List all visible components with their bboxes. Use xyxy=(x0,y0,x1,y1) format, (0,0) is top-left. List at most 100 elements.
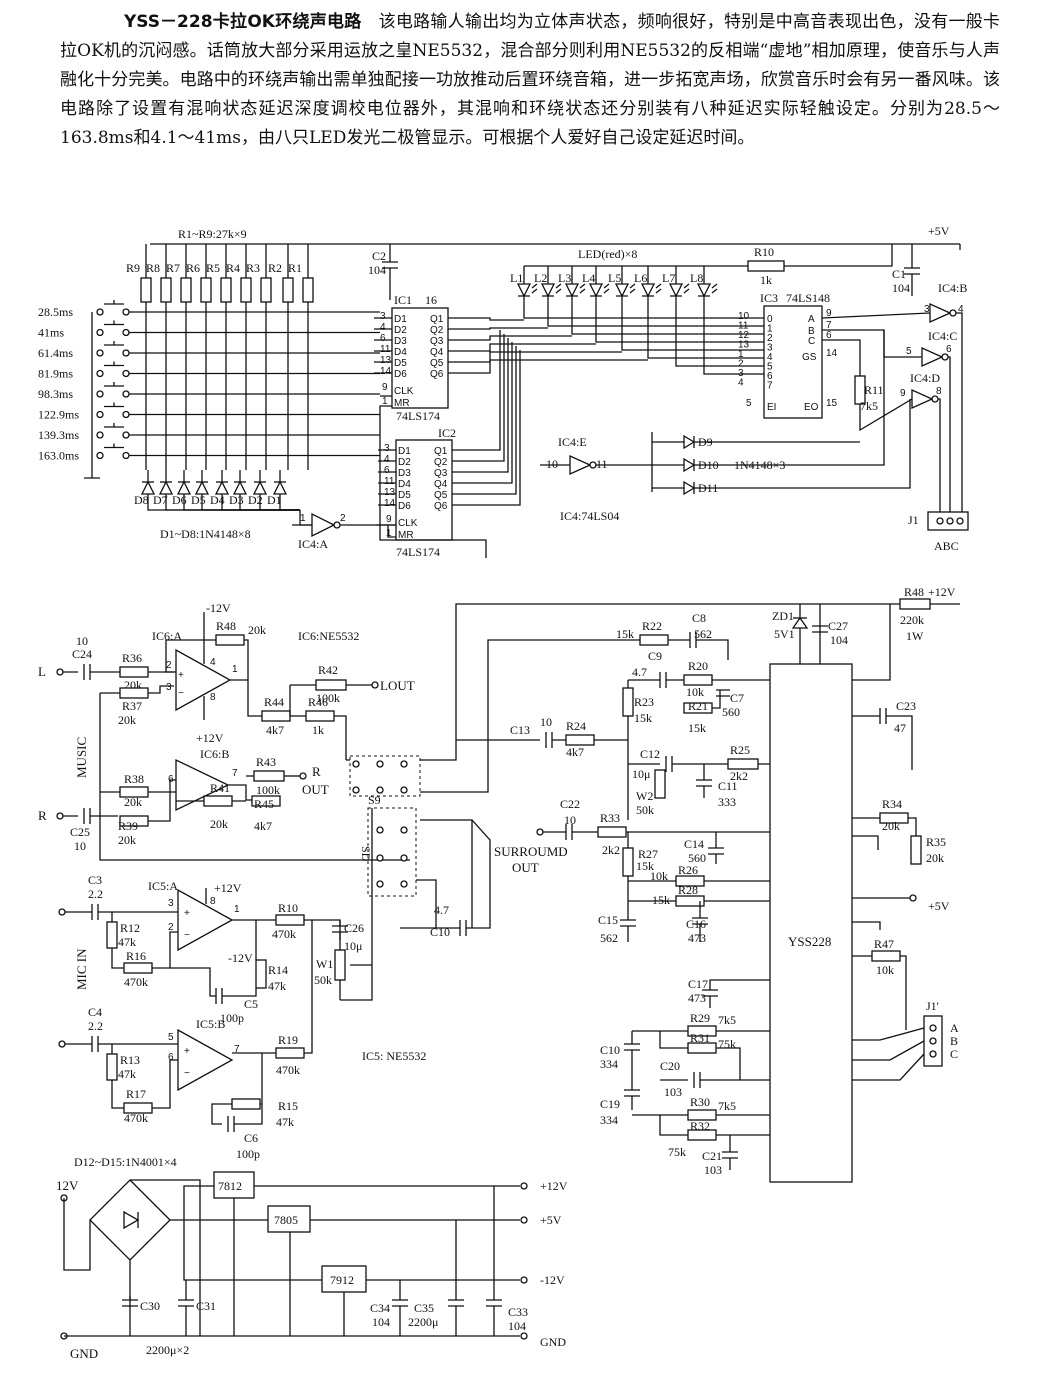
svg-text:100p: 100p xyxy=(236,1147,260,1161)
svg-text:C17: C17 xyxy=(688,977,708,991)
w1-pot[interactable] xyxy=(334,949,346,981)
svg-text:473: 473 xyxy=(688,991,706,1005)
sd-switch[interactable] xyxy=(367,807,417,897)
svg-text:4k7: 4k7 xyxy=(254,819,272,833)
svg-text:2.2: 2.2 xyxy=(88,1019,103,1033)
svg-text:D1: D1 xyxy=(394,314,407,325)
led-l7 xyxy=(668,283,684,298)
diode-label: D6 xyxy=(172,493,187,507)
svg-text:C6: C6 xyxy=(244,1131,258,1145)
svg-text:104: 104 xyxy=(830,633,848,647)
svg-text:D1: D1 xyxy=(398,446,411,457)
svg-text:R20: R20 xyxy=(688,659,708,673)
delay-button[interactable] xyxy=(104,382,124,387)
svg-text:7805: 7805 xyxy=(274,1213,298,1227)
svg-text:R48: R48 xyxy=(904,585,924,599)
svg-text:D6: D6 xyxy=(394,369,407,380)
ic6b-opamp xyxy=(175,758,230,812)
svg-text:50k: 50k xyxy=(314,973,332,987)
psu-diode-note: D12~D15:1N4001×4 xyxy=(74,1155,177,1169)
delay-label: 122.9ms xyxy=(38,408,79,422)
psu-out-p12: +12V xyxy=(540,1179,568,1193)
psu-12v-in: 12V xyxy=(56,1178,79,1193)
delay-label: 139.3ms xyxy=(38,428,79,442)
svg-text:2: 2 xyxy=(738,359,744,370)
svg-text:47k: 47k xyxy=(268,979,286,993)
svg-text:Q3: Q3 xyxy=(434,468,448,479)
svg-text:C10: C10 xyxy=(600,1043,620,1057)
w2-pot[interactable] xyxy=(654,769,666,799)
delay-button[interactable] xyxy=(104,443,124,449)
svg-text:R10: R10 xyxy=(278,901,298,915)
diode-d2 xyxy=(252,480,268,495)
diode-label: D5 xyxy=(191,493,206,507)
svg-text:10k: 10k xyxy=(876,963,894,977)
svg-text:+12V: +12V xyxy=(928,585,956,599)
svg-text:47k: 47k xyxy=(118,935,136,949)
resistor-r5 xyxy=(220,277,232,303)
svg-text:10: 10 xyxy=(74,839,86,853)
delay-button[interactable] xyxy=(104,361,124,367)
ic3-name: IC3 xyxy=(760,291,778,305)
rout-label: R xyxy=(312,764,321,779)
svg-text:R14: R14 xyxy=(268,963,288,977)
svg-text:11: 11 xyxy=(738,321,749,332)
svg-text:D2: D2 xyxy=(398,457,411,468)
svg-text:11: 11 xyxy=(380,344,391,355)
delay-button[interactable] xyxy=(104,423,124,428)
svg-text:C33: C33 xyxy=(508,1305,528,1319)
svg-text:W2: W2 xyxy=(636,789,653,803)
resistor-label: R6 xyxy=(186,261,200,275)
svg-text:C34: C34 xyxy=(370,1301,390,1315)
svg-text:13: 13 xyxy=(380,355,392,366)
svg-text:R27: R27 xyxy=(638,847,658,861)
svg-text:C5: C5 xyxy=(244,997,258,1011)
delay-button[interactable] xyxy=(104,402,124,408)
ic5a-label: IC5:A xyxy=(148,879,178,893)
svg-text:D5: D5 xyxy=(394,358,407,369)
svg-text:6: 6 xyxy=(168,1052,174,1063)
ic5b-label: IC5:B xyxy=(196,1017,225,1031)
svg-text:7: 7 xyxy=(826,320,832,331)
svg-text:−: − xyxy=(178,688,184,699)
delay-button[interactable] xyxy=(104,320,124,326)
delay-label: 41ms xyxy=(38,326,64,340)
svg-text:7912: 7912 xyxy=(330,1273,354,1287)
svg-text:6: 6 xyxy=(168,774,174,785)
j1-name: J1 xyxy=(908,513,919,527)
delay-button[interactable] xyxy=(104,300,124,305)
svg-text:100k: 100k xyxy=(316,691,340,705)
svg-text:C27: C27 xyxy=(828,619,848,633)
svg-text:47k: 47k xyxy=(118,1067,136,1081)
svg-text:D10: D10 xyxy=(698,458,719,472)
ic4-part: IC4:74LS04 xyxy=(560,509,619,523)
reg-7812 xyxy=(213,1171,255,1199)
svg-text:7: 7 xyxy=(767,381,773,392)
ic4b-symbol xyxy=(929,302,952,324)
svg-text:15k: 15k xyxy=(652,893,670,907)
svg-text:1: 1 xyxy=(234,904,240,915)
svg-text:2: 2 xyxy=(767,333,773,344)
svg-text:103: 103 xyxy=(664,1085,682,1099)
ic6-part: IC6:NE5532 xyxy=(298,629,359,643)
diode-label: D3 xyxy=(229,493,244,507)
svg-text:473: 473 xyxy=(688,931,706,945)
svg-text:W1: W1 xyxy=(316,957,333,971)
resistor-label: R5 xyxy=(206,261,220,275)
svg-text:+12V: +12V xyxy=(196,731,224,745)
svg-text:R21: R21 xyxy=(688,699,708,713)
r-input-label: R xyxy=(38,808,47,823)
svg-text:2200μ: 2200μ xyxy=(408,1315,438,1329)
s9-switch[interactable] xyxy=(349,755,421,797)
resistor-r2 xyxy=(282,277,294,303)
svg-text:20k: 20k xyxy=(124,795,142,809)
svg-text:14: 14 xyxy=(380,366,392,377)
svg-text:C9: C9 xyxy=(648,649,662,663)
r35-pot[interactable] xyxy=(910,835,922,865)
svg-text:470k: 470k xyxy=(124,1111,148,1125)
delay-button[interactable] xyxy=(104,341,124,346)
svg-text:2k2: 2k2 xyxy=(730,769,748,783)
svg-text:4k7: 4k7 xyxy=(266,723,284,737)
svg-text:Q4: Q4 xyxy=(434,479,448,490)
